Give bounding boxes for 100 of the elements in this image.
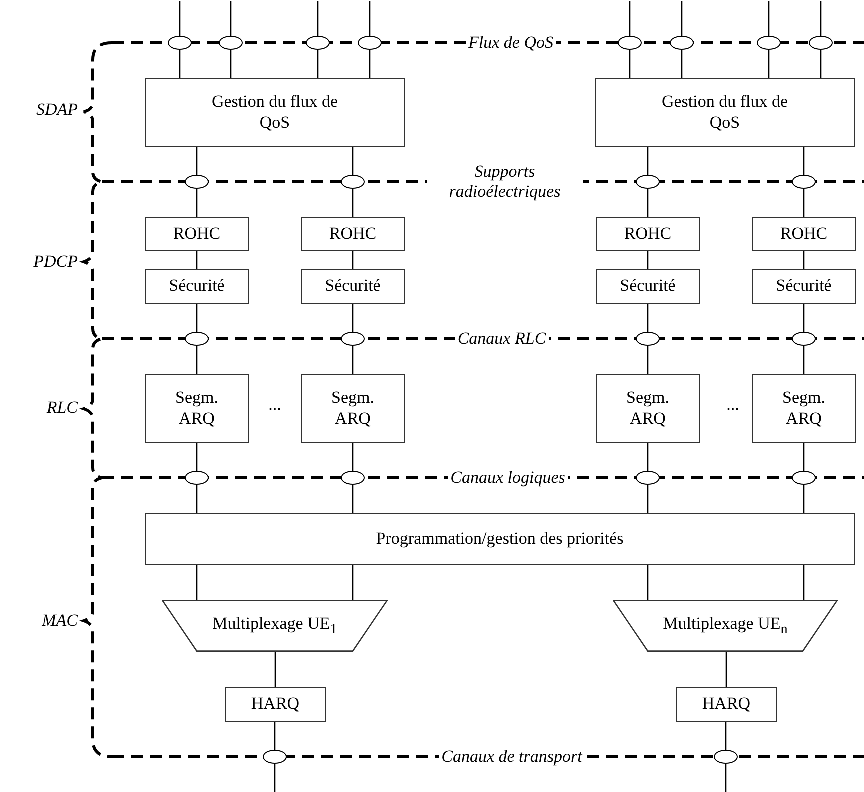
channel-ellipse [636,471,660,485]
channel-ellipse [219,36,243,50]
process-box [145,217,249,251]
connector-line [647,346,649,374]
process-box [596,374,700,443]
connector-line [647,251,649,269]
channel-ellipse [306,36,330,50]
channel-ellipse [185,332,209,346]
connector-line [274,722,276,750]
ellipsis-mark: ... [726,395,740,415]
connector-line [196,304,198,332]
box-label: Sécurité [325,276,381,297]
layer-label: RLC [46,398,78,418]
connector-line [803,251,805,269]
channel-ellipse [341,175,365,189]
connector-line [352,485,354,513]
channel-label: Canaux de transport [438,747,586,767]
connector-line [681,1,683,36]
connector-line [803,147,805,175]
connector-line [196,565,198,600]
box-label: Segm. ARQ [626,388,670,429]
box-label: ROHC [780,224,828,244]
box-label: Sécurité [620,276,676,297]
connector-line [629,50,631,78]
connector-line [725,722,727,750]
multiplexer-trapezoid [162,600,388,652]
connector-line [725,764,727,792]
connector-line [820,1,822,36]
box-label: Gestion du flux de QoS [210,92,340,133]
connector-line [647,485,649,513]
process-box [301,217,405,251]
connector-line [230,1,232,36]
box-label: Segm. ARQ [174,388,220,429]
process-box [595,78,855,147]
channel-ellipse [168,36,192,50]
channel-ellipse [185,175,209,189]
connector-line [230,50,232,78]
box-label: Segm. ARQ [330,388,376,429]
process-box [752,269,856,304]
process-box [596,217,700,251]
connector-line [317,50,319,78]
process-box [752,217,856,251]
layer-label: SDAP [36,100,78,120]
box-label: Programmation/gestion des priorités [376,528,624,550]
box-label: Segm. ARQ [782,388,826,429]
process-box [301,269,405,304]
layer-label: MAC [42,611,78,631]
process-box [145,78,405,147]
layer-label: PDCP [34,252,78,272]
connector-line [352,346,354,374]
channel-label: Canaux logiques [448,468,568,488]
connector-line [352,189,354,217]
connector-line [369,1,371,36]
channel-ellipse [714,750,738,764]
connector-line [179,50,181,78]
process-box [752,374,856,443]
connector-line [803,189,805,217]
box-label: HARQ [702,694,751,715]
box-label: ROHC [173,224,221,244]
connector-line [352,443,354,471]
connector-line [196,485,198,513]
process-box [225,687,326,722]
box-label: Multiplexage UE$_{n}$ [663,614,788,638]
connector-line [352,565,354,600]
multiplexer-trapezoid [613,600,838,652]
connector-line [196,346,198,374]
connector-line [768,1,770,36]
channel-ellipse [341,471,365,485]
connector-line [726,652,728,687]
box-label: Gestion du flux de QoS [660,92,790,133]
connector-line [681,50,683,78]
connector-line [647,565,649,600]
channel-ellipse [618,36,642,50]
connector-line [629,1,631,36]
connector-line [352,147,354,175]
process-box [676,687,777,722]
channel-ellipse [792,175,816,189]
process-box [301,374,405,443]
connector-line [803,304,805,332]
connector-line [803,485,805,513]
box-label: HARQ [251,694,300,715]
connector-line [317,1,319,36]
channel-ellipse [636,175,660,189]
connector-line [768,50,770,78]
box-label: Multiplexage UE$_{1}$ [212,614,338,638]
channel-ellipse [757,36,781,50]
process-box [145,513,855,565]
channel-ellipse [636,332,660,346]
connector-line [274,764,276,792]
connector-line [647,304,649,332]
channel-ellipse [792,332,816,346]
channel-ellipse [792,471,816,485]
channel-label: Flux de QoS [466,33,556,53]
connector-line [647,147,649,175]
connector-line [196,251,198,269]
channel-ellipse [809,36,833,50]
connector-line [647,443,649,471]
connector-line [369,50,371,78]
connector-line [647,189,649,217]
box-label: ROHC [624,224,672,244]
